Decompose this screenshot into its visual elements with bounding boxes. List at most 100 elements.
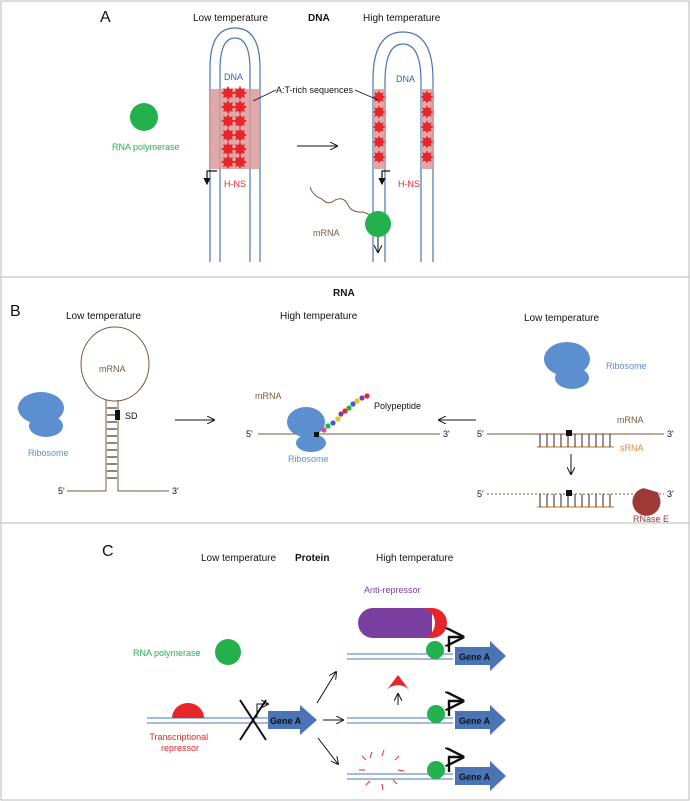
- repressor-fragment: [397, 769, 405, 772]
- degraded-repressor-fragments: [359, 749, 405, 791]
- repressor-label-line-2: repressor: [161, 743, 199, 753]
- rna-polymerase-a: [130, 103, 158, 131]
- at-rich-region-low: [210, 89, 260, 169]
- five-prime-right-top: 5': [477, 429, 484, 439]
- hns-protein: [221, 155, 235, 169]
- rna-polymerase-transcribing: [365, 211, 391, 237]
- anti-repressor: [358, 608, 432, 638]
- three-prime-right-bottom: 3': [667, 489, 674, 499]
- amino-acid-bead: [335, 416, 341, 422]
- repressor-fragment: [394, 755, 400, 761]
- amino-acid-bead: [338, 411, 344, 417]
- released-repressor: [386, 675, 410, 691]
- sd-mark-degraded: [566, 490, 572, 496]
- panel-b-high-temp: High temperature: [280, 311, 358, 322]
- branch-arrow-down: [317, 737, 338, 764]
- hns-protein: [221, 114, 235, 128]
- panel-a-border: [0, 0, 690, 278]
- amino-acid-bead: [350, 401, 356, 407]
- hns-protein: [420, 105, 434, 119]
- repressor-fragment: [361, 755, 367, 761]
- rna-polymerase-row2: [427, 705, 445, 723]
- gene-a-label-row2: Gene A: [459, 716, 491, 726]
- dna-label-low: DNA: [224, 72, 243, 82]
- captured-repressor: [421, 608, 447, 638]
- transcriptional-repressor: [172, 703, 204, 718]
- rnase-e-pacman: [632, 488, 661, 516]
- sd-label: SD: [125, 411, 138, 421]
- hns-protein: [233, 100, 247, 114]
- hns-protein: [233, 114, 247, 128]
- panel-c-high-temp: High temperature: [376, 553, 454, 564]
- at-rich-pointer-high: [354, 89, 379, 101]
- amino-acid-bead: [321, 427, 327, 433]
- panel-b-title: RNA: [333, 288, 355, 299]
- amino-acid-bead: [354, 398, 360, 404]
- promoter-arrow-high: [378, 170, 390, 186]
- three-prime-left: 3': [172, 486, 179, 496]
- three-prime-right-top: 3': [667, 429, 674, 439]
- hns-protein: [372, 120, 386, 134]
- repressor-fragment: [381, 749, 385, 757]
- hairpin-base-pairs: [107, 407, 117, 479]
- srna-label: sRNA: [620, 443, 644, 453]
- repressor-label: Transcriptional repressor: [149, 732, 210, 753]
- repressor-fragment: [381, 783, 384, 791]
- panel-b-low-temp-left: Low temperature: [66, 311, 141, 322]
- panel-a-label: A: [100, 9, 111, 26]
- gene-a-arrow-row3: [455, 761, 506, 791]
- mrna-label-right: mRNA: [617, 415, 644, 425]
- five-prime-left: 5': [58, 486, 65, 496]
- hns-protein: [233, 155, 247, 169]
- anti-repressor-label: Anti-repressor: [364, 585, 421, 595]
- mrna-srna-pairs: [539, 434, 611, 447]
- sd-mark-center: [314, 432, 319, 437]
- mrna-transcript-a: [309, 186, 377, 221]
- amino-acid-bead: [330, 420, 336, 426]
- panel-c-border: [0, 522, 690, 801]
- hns-protein: [372, 150, 386, 164]
- ribosome-center: [287, 407, 326, 452]
- promoter-arrow-row1: [449, 637, 462, 652]
- polypeptide-label: Polypeptide: [374, 401, 421, 411]
- at-rich-pointer-low: [252, 89, 277, 102]
- ribosome-left: [18, 392, 64, 437]
- gene-a-arrow-left: [268, 705, 317, 735]
- ribosome-label-left: Ribosome: [28, 448, 69, 458]
- hns-protein: [372, 90, 386, 104]
- sd-sequence-mark: [115, 410, 120, 420]
- rna-polymerase-c: [215, 639, 241, 665]
- amino-acid-bead: [359, 395, 365, 401]
- dna-hairpin-low: [209, 27, 261, 262]
- repressor-label-line-1: Transcriptional: [149, 732, 208, 742]
- panel-b-label: B: [10, 303, 21, 320]
- amino-acid-bead: [342, 408, 348, 414]
- amino-acid-bead: [364, 393, 370, 399]
- degraded-pairs: [539, 494, 611, 507]
- amino-acid-bead: [346, 405, 352, 411]
- hns-protein: [420, 150, 434, 164]
- gene-a-label-left: Gene A: [270, 716, 302, 726]
- repressor-fragment: [369, 751, 373, 759]
- gene-a-arrow-row2: [455, 705, 506, 735]
- amino-acid-bead: [325, 423, 331, 429]
- rna-polymerase-row3: [427, 761, 445, 779]
- hns-cluster-low: [221, 86, 247, 169]
- rna-polymerase-label-c: RNA polymerase: [133, 648, 201, 658]
- ribosome-label-right: Ribosome: [606, 361, 647, 371]
- hns-protein: [221, 86, 235, 100]
- rna-polymerase-row1: [426, 641, 444, 659]
- promoter-arrow-row2: [449, 701, 462, 716]
- ribosome-right: [544, 342, 590, 389]
- panel-a-low-temp: Low temperature: [193, 13, 268, 24]
- dna-label-high: DNA: [396, 74, 415, 84]
- promoter-arrow-low: [203, 170, 217, 186]
- hns-label-low: H-NS: [224, 179, 246, 189]
- hns-protein: [233, 128, 247, 142]
- hns-protein: [420, 135, 434, 149]
- promoter-arrow-row3: [449, 757, 462, 772]
- mrna-label-center: mRNA: [255, 391, 282, 401]
- at-rich-label: A:T-rich sequences: [276, 85, 354, 95]
